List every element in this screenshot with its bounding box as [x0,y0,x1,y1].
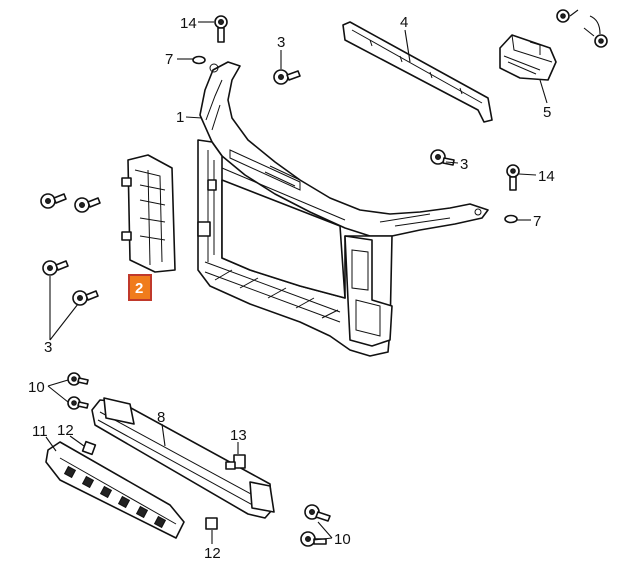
washer-icon [192,55,206,65]
front-end-carrier [197,61,489,357]
callout-7: 7 [533,213,541,230]
clip-icon [81,440,97,456]
callout-3: 3 [460,156,468,173]
callout-labels: 14 7 3 4 5 1 3 14 7 2 3 10 8 11 12 13 12… [28,14,555,562]
bolt-icon [273,69,301,85]
callout-14: 14 [538,168,555,185]
bolt-icon [300,531,327,547]
callout-3: 3 [277,34,285,51]
bolt-icon [67,372,89,386]
bolt-icon [67,396,89,410]
clip-icon [205,517,218,530]
callout-7: 7 [165,51,173,68]
callout-8: 8 [157,409,165,426]
callout-10: 10 [334,531,351,548]
bumper-beam [91,397,275,519]
callout-14: 14 [180,15,197,32]
callout-3: 3 [44,339,52,356]
impact-absorber [45,441,185,539]
callout-1: 1 [176,109,184,126]
washer-icon [504,214,518,224]
mount-block [499,34,557,81]
side-bracket [121,154,176,273]
bolt-icon [556,9,570,23]
bolt-icon [506,164,520,191]
cover-strip [342,21,493,123]
callout-4: 4 [400,14,408,31]
callout-5: 5 [543,104,551,121]
bolt-icon [42,260,69,276]
callout-2: 2 [135,280,143,297]
callout-13: 13 [230,427,247,444]
callout-11: 11 [32,423,48,440]
leader-lines [45,9,601,544]
bolt-icon [304,504,331,522]
bolt-icon [430,149,455,166]
fasteners [40,9,608,547]
bolt-icon [594,34,608,48]
callout-12: 12 [57,422,74,439]
callout-12: 12 [204,545,221,562]
bolt-icon [72,290,99,306]
nut-icon [225,454,246,470]
highlight-box [128,274,152,301]
callout-10: 10 [28,379,45,396]
bolt-icon [40,193,67,209]
bolt-icon [214,15,228,43]
bolt-icon [74,197,101,213]
